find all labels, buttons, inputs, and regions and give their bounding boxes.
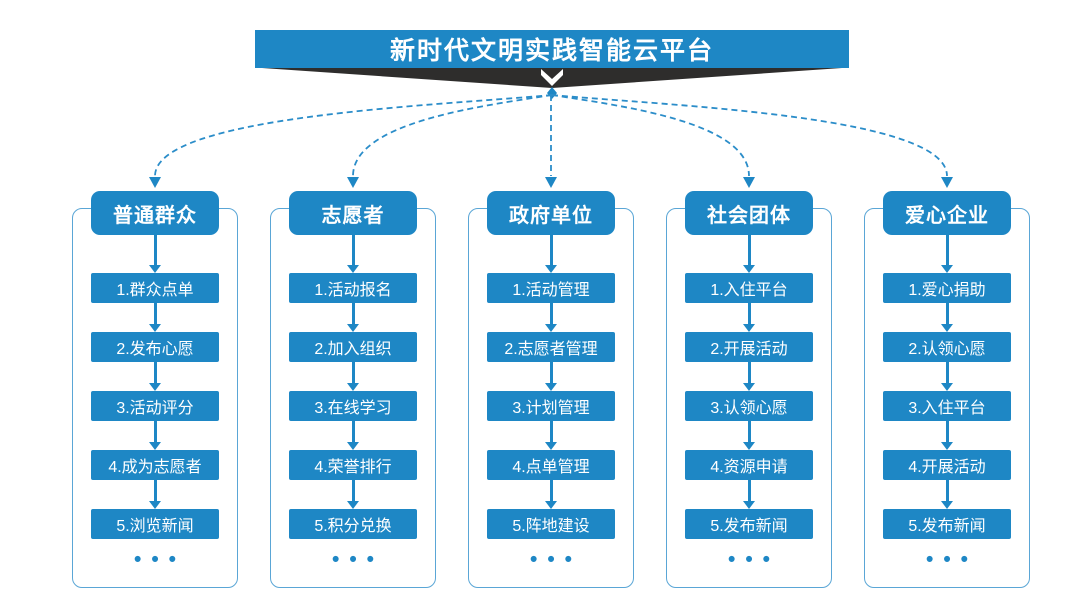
step-box: 2.志愿者管理	[487, 332, 615, 362]
arrow-down-icon	[544, 480, 558, 509]
step-box: 4.点单管理	[487, 450, 615, 480]
arrow-down-icon	[148, 480, 162, 509]
more-dots: •••	[925, 548, 979, 571]
arrowhead-icon	[347, 177, 359, 188]
arrow-down-icon	[544, 421, 558, 450]
step-box: 4.开展活动	[883, 450, 1011, 480]
step-box: 2.发布心愿	[91, 332, 219, 362]
fan-origin-marker	[547, 87, 557, 99]
chevron-down-icon	[541, 69, 563, 86]
step-box: 1.入住平台	[685, 273, 813, 303]
step-box: 5.阵地建设	[487, 509, 615, 539]
step-box: 5.发布新闻	[685, 509, 813, 539]
dashed-connector-1	[154, 94, 553, 177]
column-header: 社会团体	[685, 191, 813, 235]
step-box: 2.加入组织	[289, 332, 417, 362]
step-box: 5.发布新闻	[883, 509, 1011, 539]
arrow-down-icon	[346, 303, 360, 332]
column-header: 爱心企业	[883, 191, 1011, 235]
arrow-down-icon	[940, 421, 954, 450]
arrow-down-icon	[742, 235, 756, 273]
step-box: 1.活动管理	[487, 273, 615, 303]
column-ordinary-people: 普通群众 1.群众点单 2.发布心愿 3.活动评分 4.成为志愿者 5.浏览新闻…	[70, 191, 240, 588]
arrowhead-icon	[545, 177, 557, 188]
step-box: 4.成为志愿者	[91, 450, 219, 480]
column-government-units: 政府单位 1.活动管理 2.志愿者管理 3.计划管理 4.点单管理 5.阵地建设…	[466, 191, 636, 588]
step-box: 3.认领心愿	[685, 391, 813, 421]
step-box: 3.活动评分	[91, 391, 219, 421]
arrow-down-icon	[148, 303, 162, 332]
step-box: 3.计划管理	[487, 391, 615, 421]
step-box: 1.群众点单	[91, 273, 219, 303]
dark-wedge-shape	[262, 68, 842, 88]
arrow-down-icon	[742, 421, 756, 450]
arrow-down-icon	[544, 235, 558, 273]
arrowhead-icon	[149, 177, 161, 188]
arrow-down-icon	[940, 480, 954, 509]
arrowhead-icon	[743, 177, 755, 188]
arrow-down-icon	[544, 362, 558, 391]
more-dots: •••	[331, 548, 385, 571]
arrow-down-icon	[346, 362, 360, 391]
arrow-down-icon	[940, 303, 954, 332]
dashed-connector-2	[352, 94, 553, 177]
column-volunteers: 志愿者 1.活动报名 2.加入组织 3.在线学习 4.荣誉排行 5.积分兑换 •…	[268, 191, 438, 588]
arrow-down-icon	[346, 235, 360, 273]
column-header: 普通群众	[91, 191, 219, 235]
step-box: 3.入住平台	[883, 391, 1011, 421]
step-box: 1.爱心捐助	[883, 273, 1011, 303]
step-box: 4.资源申请	[685, 450, 813, 480]
column-caring-enterprises: 爱心企业 1.爱心捐助 2.认领心愿 3.入住平台 4.开展活动 5.发布新闻 …	[862, 191, 1032, 588]
dashed-connector-5	[551, 94, 948, 177]
arrow-down-icon	[742, 362, 756, 391]
arrow-down-icon	[148, 362, 162, 391]
arrow-down-icon	[148, 235, 162, 273]
arrow-down-icon	[940, 235, 954, 273]
arrow-down-icon	[742, 480, 756, 509]
arrow-down-icon	[148, 421, 162, 450]
column-header: 政府单位	[487, 191, 615, 235]
arrowhead-icon	[941, 177, 953, 188]
more-dots: •••	[529, 548, 583, 571]
arrow-down-icon	[940, 362, 954, 391]
column-social-groups: 社会团体 1.入住平台 2.开展活动 3.认领心愿 4.资源申请 5.发布新闻 …	[664, 191, 834, 588]
step-box: 2.开展活动	[685, 332, 813, 362]
more-dots: •••	[133, 548, 187, 571]
arrow-down-icon	[346, 421, 360, 450]
step-box: 5.积分兑换	[289, 509, 417, 539]
column-header: 志愿者	[289, 191, 417, 235]
arrow-down-icon	[544, 303, 558, 332]
step-box: 3.在线学习	[289, 391, 417, 421]
more-dots: •••	[727, 548, 781, 571]
arrow-down-icon	[742, 303, 756, 332]
arrow-down-icon	[346, 480, 360, 509]
step-box: 5.浏览新闻	[91, 509, 219, 539]
platform-title-banner: 新时代文明实践智能云平台	[255, 30, 849, 68]
step-box: 2.认领心愿	[883, 332, 1011, 362]
step-box: 4.荣誉排行	[289, 450, 417, 480]
dashed-connector-4	[551, 94, 750, 177]
step-box: 1.活动报名	[289, 273, 417, 303]
